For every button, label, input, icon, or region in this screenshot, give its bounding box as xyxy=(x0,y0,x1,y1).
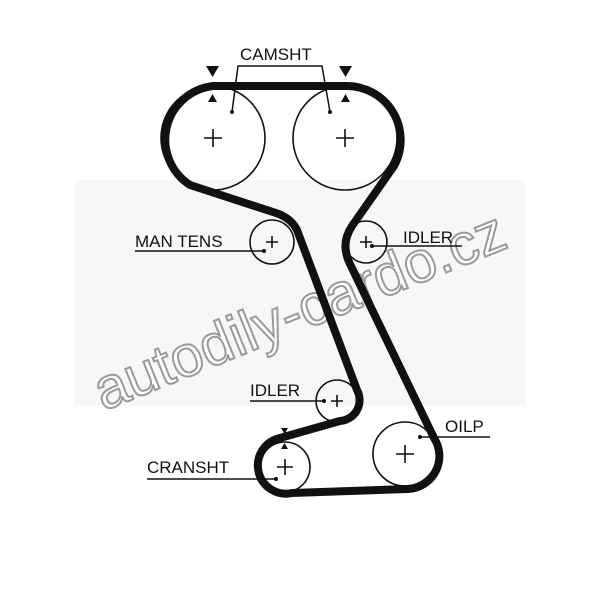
timing-arrow-down-icon xyxy=(206,66,219,77)
timing-arrow-up-icon xyxy=(281,443,288,449)
timing-arrow-up-icon xyxy=(341,94,350,102)
manual-tensioner-pulley xyxy=(249,219,295,265)
label-idler-lower: IDLER xyxy=(250,381,300,400)
timing-arrow-down-icon xyxy=(339,66,352,77)
label-idler-upper: IDLER xyxy=(403,228,453,247)
timing-marks xyxy=(206,66,352,449)
center-marks xyxy=(204,129,414,475)
timing-belt xyxy=(161,81,444,498)
label-crankshaft: CRANSHT xyxy=(147,458,229,477)
watermark-background xyxy=(75,180,525,405)
timing-arrow-down-icon xyxy=(281,428,288,434)
label-camshaft: CAMSHT xyxy=(240,45,312,64)
leader-lines xyxy=(135,65,490,480)
label-oil-pump: OILP xyxy=(445,417,484,436)
timing-arrow-up-icon xyxy=(208,94,217,102)
label-manual-tensioner: MAN TENS xyxy=(135,232,223,251)
